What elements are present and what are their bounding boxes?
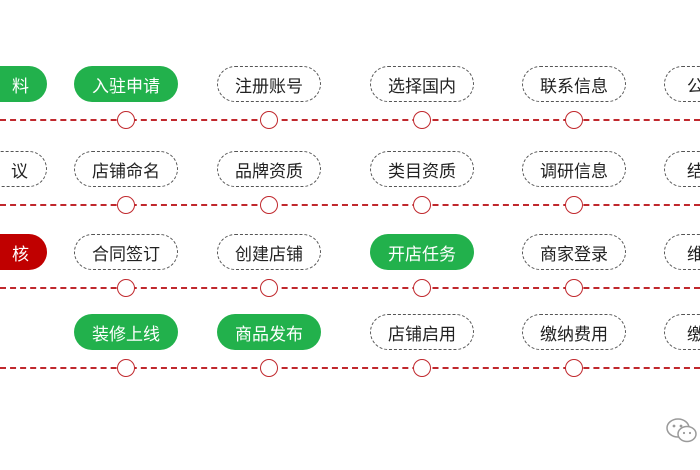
process-step: 维 <box>664 234 700 270</box>
process-step: 商家登录 <box>522 234 626 270</box>
process-step-label: 料 <box>12 76 29 97</box>
process-step-label: 缴纳费用 <box>540 324 608 345</box>
flow-node <box>260 359 278 377</box>
flow-node <box>413 279 431 297</box>
process-step: 店铺启用 <box>370 314 474 350</box>
process-step-label: 店铺命名 <box>92 161 160 182</box>
process-step: 缴纳费用 <box>522 314 626 350</box>
process-step-label: 开店任务 <box>388 244 456 265</box>
process-step-label: 联系信息 <box>540 76 608 97</box>
process-step: 结 <box>664 151 700 187</box>
process-step: 缴 <box>664 314 700 350</box>
wechat-icon <box>662 410 700 450</box>
flow-node <box>413 196 431 214</box>
process-step-label: 创建店铺 <box>235 244 303 265</box>
process-step: 调研信息 <box>522 151 626 187</box>
flow-node <box>260 111 278 129</box>
flow-node <box>260 279 278 297</box>
process-step: 料 <box>0 66 47 102</box>
process-step-label: 类目资质 <box>388 161 456 182</box>
flow-node <box>117 359 135 377</box>
flow-track-line <box>0 204 700 206</box>
process-step: 核 <box>0 234 47 270</box>
flow-node <box>565 196 583 214</box>
process-step: 创建店铺 <box>217 234 321 270</box>
flow-node <box>117 111 135 129</box>
flow-node <box>117 196 135 214</box>
process-step: 入驻申请 <box>74 66 178 102</box>
process-step: 店铺命名 <box>74 151 178 187</box>
flow-node <box>117 279 135 297</box>
process-step-label: 议 <box>11 161 28 182</box>
process-step-label: 公 <box>687 72 700 97</box>
process-step: 商品发布 <box>217 314 321 350</box>
process-step: 议 <box>0 151 47 187</box>
process-step-label: 维 <box>687 240 700 265</box>
process-step-label: 店铺启用 <box>388 324 456 345</box>
process-step: 注册账号 <box>217 66 321 102</box>
process-step: 类目资质 <box>370 151 474 187</box>
process-step-label: 缴 <box>687 320 700 345</box>
flow-track-line <box>0 287 700 289</box>
flow-node <box>260 196 278 214</box>
flow-node <box>565 279 583 297</box>
process-step: 装修上线 <box>74 314 178 350</box>
process-step-label: 商品发布 <box>235 324 303 345</box>
process-step: 品牌资质 <box>217 151 321 187</box>
flow-node <box>565 359 583 377</box>
process-step: 开店任务 <box>370 234 474 270</box>
process-step-label: 结 <box>687 157 700 182</box>
flow-track-line <box>0 119 700 121</box>
process-step-label: 核 <box>12 244 29 265</box>
process-step: 公 <box>664 66 700 102</box>
process-step-label: 调研信息 <box>540 161 608 182</box>
process-step-label: 入驻申请 <box>92 76 160 97</box>
flow-node <box>565 111 583 129</box>
process-step-label: 注册账号 <box>235 76 303 97</box>
process-step: 选择国内 <box>370 66 474 102</box>
flow-node <box>413 111 431 129</box>
process-step-label: 品牌资质 <box>235 161 303 182</box>
process-step: 合同签订 <box>74 234 178 270</box>
process-step-label: 装修上线 <box>92 324 160 345</box>
process-step-label: 合同签订 <box>92 244 160 265</box>
process-step-label: 商家登录 <box>540 244 608 265</box>
flow-track-line <box>0 367 700 369</box>
process-step-label: 选择国内 <box>388 76 456 97</box>
process-step: 联系信息 <box>522 66 626 102</box>
flow-node <box>413 359 431 377</box>
